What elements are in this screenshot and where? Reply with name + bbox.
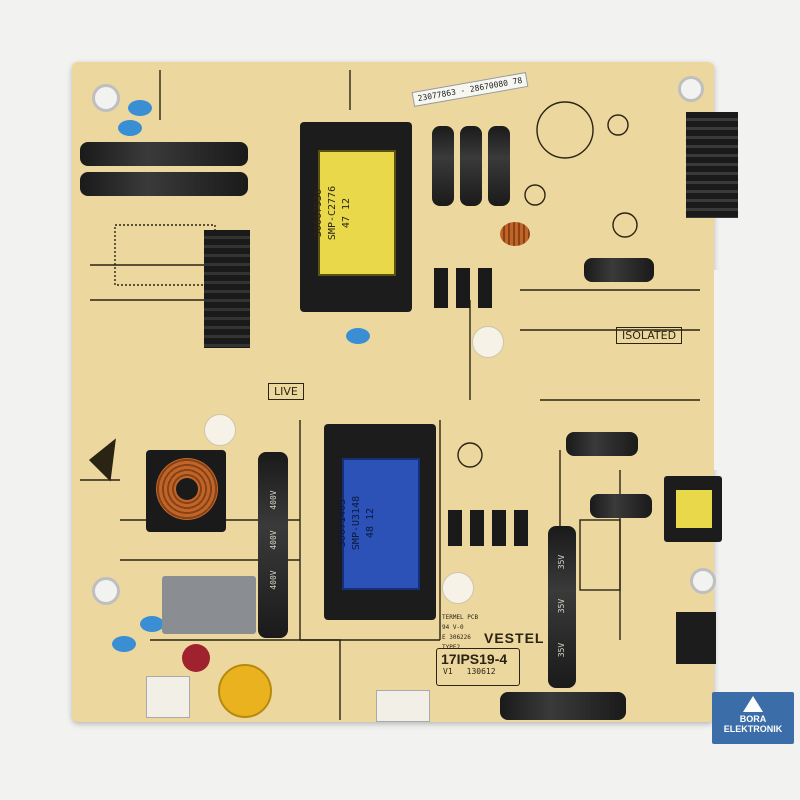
brand-label: VESTEL bbox=[484, 630, 545, 646]
capacitor-35v-marks: 35V 35V 35V bbox=[550, 540, 574, 672]
diode bbox=[448, 510, 462, 546]
model-version-row: V1 130612 bbox=[437, 667, 519, 676]
connector-power bbox=[146, 676, 190, 718]
transformer-top-label: 30067936 SMP-C2776 47 12 bbox=[312, 178, 402, 248]
mounting-hole-top-left bbox=[92, 84, 120, 112]
bora-elektronik-logo: BORA ELEKTRONIK bbox=[712, 692, 794, 744]
diode-row bbox=[434, 268, 494, 308]
isolated-label: ISOLATED bbox=[616, 327, 683, 344]
logo-line1: BORA bbox=[739, 714, 767, 724]
transformer-top-line1: 30067936 bbox=[313, 188, 324, 238]
x2-capacitor bbox=[162, 576, 256, 634]
blue-capacitor-2 bbox=[118, 120, 142, 136]
header-connector bbox=[686, 112, 738, 218]
live-label: LIVE bbox=[268, 383, 304, 400]
board-notch bbox=[714, 270, 728, 470]
mounting-hole-top-right bbox=[678, 76, 704, 102]
blue-capacitor-4 bbox=[140, 616, 164, 632]
white-round-part-3 bbox=[442, 572, 474, 604]
capacitor-400v-marks: 400V 400V 400V bbox=[262, 480, 286, 600]
varistor-yellow bbox=[218, 664, 272, 718]
transformer-top-line3: 47 12 bbox=[341, 197, 352, 229]
pcb-code: E 306226 bbox=[442, 634, 471, 641]
diode bbox=[514, 510, 528, 546]
transformer-bottom-line3: 48 12 bbox=[365, 507, 376, 539]
cap-400v-mark: 400V bbox=[269, 490, 278, 510]
transformer-bottom-label: 30071403 SMP-U3148 48 12 bbox=[336, 488, 426, 558]
capacitor-400v bbox=[258, 452, 288, 638]
blue-capacitor-3 bbox=[346, 328, 370, 344]
transformer-top-line2: SMP-C2776 bbox=[327, 185, 338, 241]
cap-35v-mark: 35V bbox=[557, 554, 566, 570]
cap-35v-mark: 35V bbox=[557, 598, 566, 614]
model-box: 17IPS19-4 V1 130612 bbox=[436, 648, 520, 686]
capacitor-right-2 bbox=[566, 432, 638, 456]
cap-400v-mark: 400V bbox=[269, 570, 278, 590]
toroid-choke-center bbox=[176, 478, 198, 500]
heatsink bbox=[204, 230, 250, 348]
capacitor-bottom-right bbox=[500, 692, 626, 720]
transformer-bottom-line1: 30071403 bbox=[337, 498, 348, 548]
logo-triangle-icon bbox=[743, 696, 763, 712]
diode bbox=[434, 268, 448, 308]
white-round-part-1 bbox=[204, 414, 236, 446]
capacitor-right-3 bbox=[590, 494, 652, 518]
pcb-text: TERMEL PCB bbox=[442, 614, 479, 621]
small-inductor bbox=[500, 222, 530, 246]
diode bbox=[470, 510, 484, 546]
transformer-bottom-coil bbox=[342, 458, 420, 590]
capacitor-vertical-1 bbox=[432, 126, 454, 206]
logo-line2: ELEKTRONIK bbox=[723, 724, 783, 734]
mounting-hole-mid-left bbox=[92, 577, 120, 605]
cap-35v-mark: 35V bbox=[557, 642, 566, 658]
pcb-type: TYPE2 bbox=[442, 644, 461, 651]
blue-capacitor-5 bbox=[112, 636, 136, 652]
white-round-part-2 bbox=[472, 326, 504, 358]
version-label: V1 bbox=[443, 667, 453, 676]
diode-row-lower bbox=[448, 510, 528, 546]
transformer-bottom-line2: SMP-U3148 bbox=[351, 495, 362, 551]
capacitor-right-1 bbox=[584, 258, 654, 282]
date-label: 130612 bbox=[466, 667, 496, 676]
capacitor-35v bbox=[548, 526, 576, 688]
capacitor-vertical-2 bbox=[460, 126, 482, 206]
mounting-hole-right bbox=[690, 568, 716, 594]
diode bbox=[456, 268, 470, 308]
transformer-top-coil bbox=[318, 150, 396, 276]
small-transformer-coil bbox=[676, 490, 712, 528]
red-fuse-cap bbox=[182, 644, 210, 672]
blue-capacitor-1 bbox=[128, 100, 152, 116]
capacitor-horizontal-1 bbox=[80, 142, 248, 166]
capacitor-vertical-3 bbox=[488, 126, 510, 206]
voltage-regulator bbox=[676, 612, 716, 664]
model-label: 17IPS19-4 bbox=[441, 651, 508, 667]
cap-400v-mark: 400V bbox=[269, 530, 278, 550]
diode bbox=[478, 268, 492, 308]
capacitor-horizontal-2 bbox=[80, 172, 248, 196]
diode bbox=[492, 510, 506, 546]
pcb-grade: 94 V-0 bbox=[442, 624, 464, 631]
connector-bottom bbox=[376, 690, 430, 722]
